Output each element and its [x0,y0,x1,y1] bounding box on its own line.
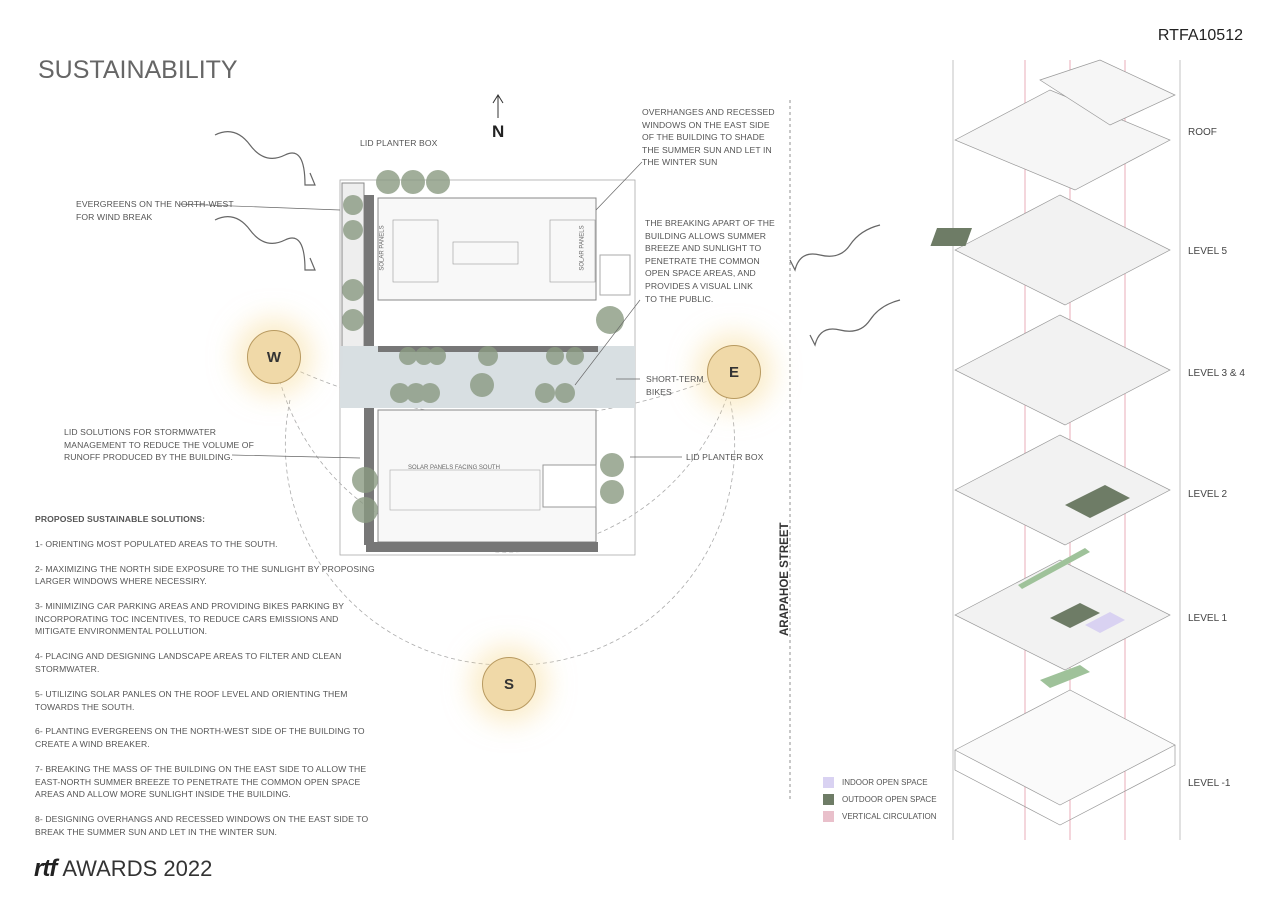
solution-item: 6- PLANTING EVERGREENS ON THE NORTH-WEST… [35,726,365,750]
legend-item: OUTDOOR OPEN SPACE [823,794,937,805]
label-planter-right: LID PLANTER BOX [686,452,764,462]
solution-item: 7- BREAKING THE MASS OF THE BUILDING ON … [35,764,367,800]
sun-south: S [482,657,536,711]
exploded-axonometric [930,59,1181,840]
awards-label: AWARDS 2022 [62,856,213,881]
solution-item: 1- ORIENTING MOST POPULATED AREAS TO THE… [35,538,278,549]
level-label-1: LEVEL 1 [1188,613,1228,624]
level-label-2: LEVEL 2 [1188,489,1228,500]
label-solar-left: SOLAR PANELS [379,225,386,271]
footer-awards: rtf AWARDS 2022 [34,855,212,883]
sun-path-arcs [274,359,736,666]
rtf-logo: rtf [34,855,57,882]
legend-item: INDOOR OPEN SPACE [823,777,937,788]
solution-item: 2- MAXIMIZING THE NORTH SIDE EXPOSURE TO… [35,563,375,587]
sun-east: E [707,345,761,399]
solution-item: 8- DESIGNING OVERHANGS AND RECESSED WIND… [35,814,369,837]
legend-item: VERTICAL CIRCULATION [823,811,937,822]
solution-item: 3- MINIMIZING CAR PARKING AREAS AND PROV… [35,601,344,637]
north-label: N [492,122,505,141]
label-solar-south: SOLAR PANELS FACING SOUTH [408,465,500,471]
solution-item: 5- UTILIZING SOLAR PANLES ON THE ROOF LE… [35,688,348,712]
wind-arrows [214,131,901,347]
solutions-heading: PROPOSED SUSTAINABLE SOLUTIONS: [35,514,206,524]
street-label: ARAPAHOE STREET [779,522,791,636]
label-solar-right: SOLAR PANELS [579,225,586,271]
legend: INDOOR OPEN SPACE OUTDOOR OPEN SPACE VER… [823,777,937,822]
level-label-basement: LEVEL -1 [1188,778,1231,789]
entry-code: RTFA10512 [1157,27,1243,44]
north-arrow-icon [492,94,504,118]
page-title: SUSTAINABILITY [38,56,238,84]
sun-west: W [247,330,301,384]
level-label-3-4: LEVEL 3 & 4 [1188,368,1245,379]
level-label-5: LEVEL 5 [1188,246,1228,257]
level-label-roof: ROOF [1188,127,1217,138]
solution-item: 4- PLACING AND DESIGNING LANDSCAPE AREAS… [35,651,342,674]
label-planter-top: LID PLANTER BOX [360,138,438,148]
trees [342,170,624,523]
solutions-list: PROPOSED SUSTAINABLE SOLUTIONS: 1- ORIEN… [35,513,375,851]
